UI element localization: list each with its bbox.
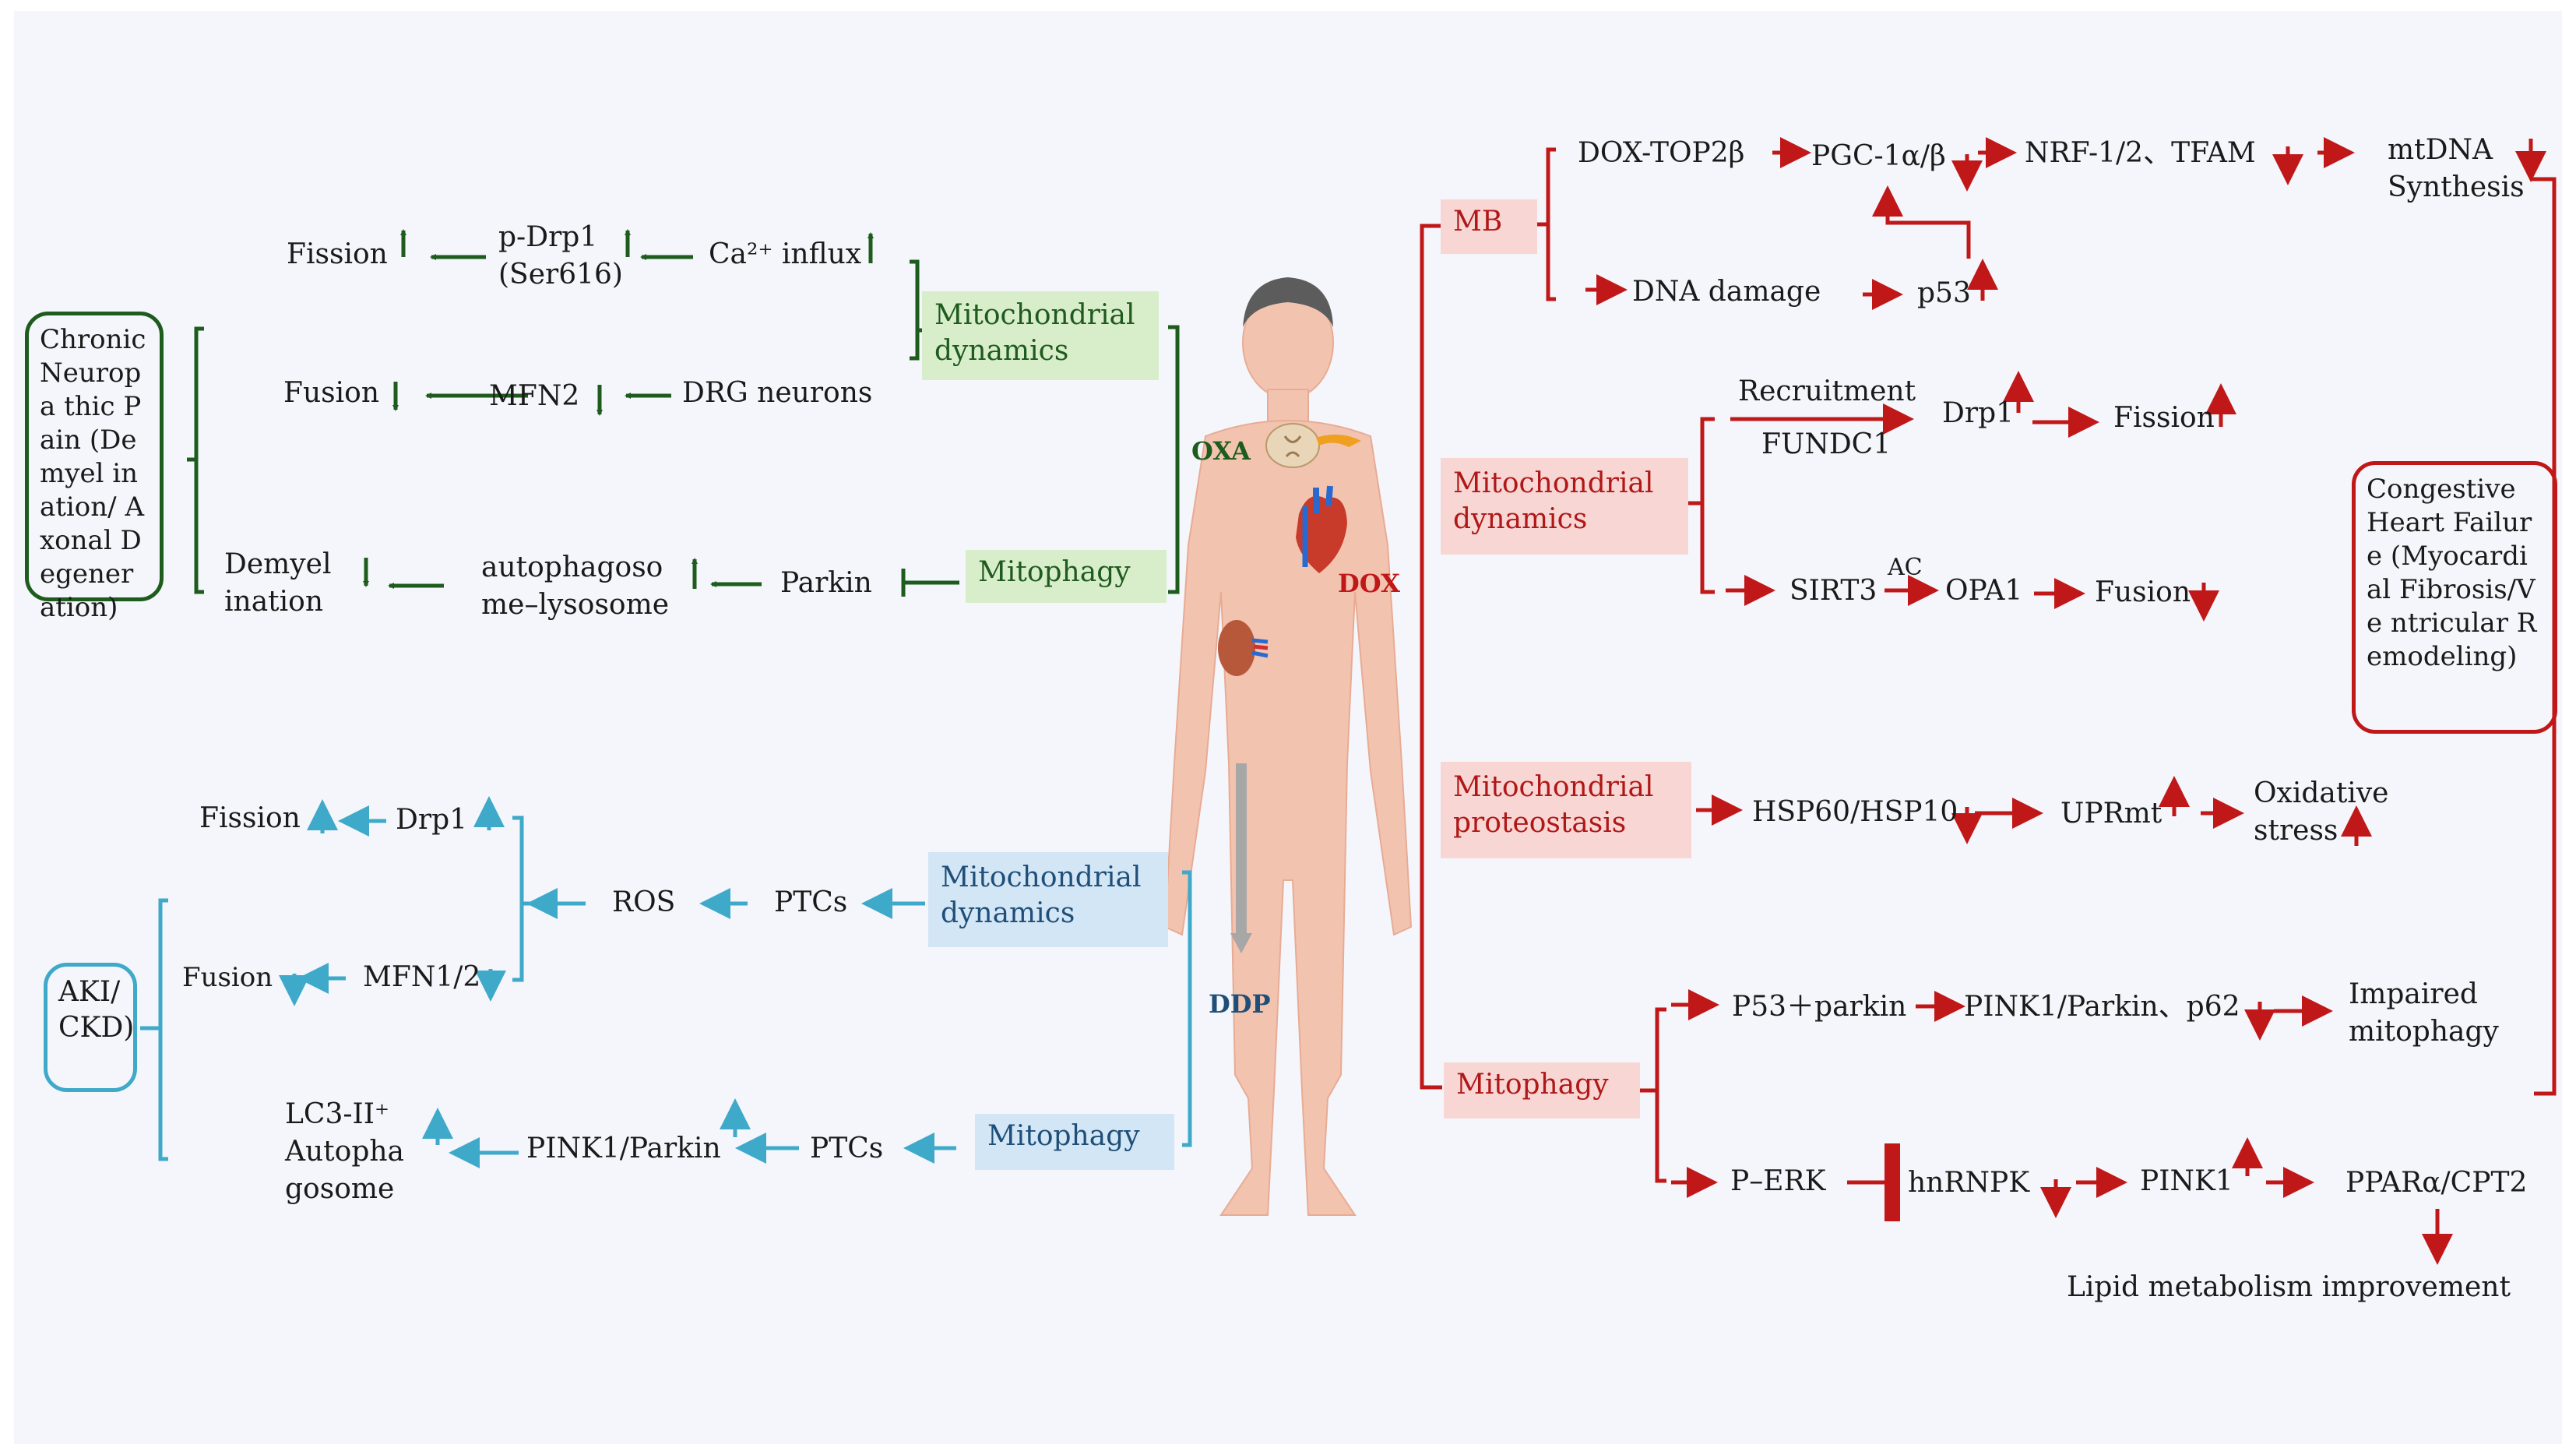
dox-mtdna-2: Synthesis bbox=[2388, 171, 2525, 203]
dox-sirt3: SIRT3 bbox=[1789, 575, 1877, 607]
oxa-connectors bbox=[187, 259, 1180, 597]
spinal-cord-icon bbox=[1265, 423, 1361, 468]
dox-pgc1: PGC-1α/β bbox=[1811, 140, 1946, 172]
ddp-ptcs-2: PTCs bbox=[810, 1133, 884, 1164]
oxa-ca-influx: Ca²⁺ influx bbox=[709, 238, 862, 270]
dox-impaired-2: mitophagy bbox=[2349, 1016, 2499, 1048]
ddp-mitophagy-box: Mitophagy bbox=[975, 1114, 1174, 1170]
ddp-outcome-line1: AKI/ bbox=[58, 976, 121, 1008]
dox-ppar: PPARα/CPT2 bbox=[2345, 1167, 2528, 1199]
oxa-parkin: Parkin bbox=[780, 567, 872, 599]
oxa-demyel-2: ination bbox=[224, 586, 324, 618]
dox-mitophagy-box: Mitophagy bbox=[1444, 1062, 1640, 1119]
dox-recruitment: Recruitment bbox=[1738, 375, 1916, 407]
ddp-outcome-line2: CKD) bbox=[58, 1012, 135, 1044]
oxa-autophagosome-2: me–lysosome bbox=[481, 589, 670, 621]
dox-fission: Fission bbox=[2113, 402, 2215, 434]
oxa-dynamics-box: Mitochondrial dynamics bbox=[922, 291, 1159, 380]
dox-pink1-parkin-p62: PINK1/Parkin、p62 bbox=[1964, 991, 2240, 1023]
ddp-dynamics-line2: dynamics bbox=[941, 897, 1075, 929]
dox-mb-box: MB bbox=[1441, 199, 1537, 254]
dox-arrows bbox=[1585, 137, 2453, 1265]
dox-nrf-tfam: NRF-1/2、TFAM bbox=[2025, 137, 2256, 169]
human-body-figure bbox=[1163, 286, 1413, 1216]
dox-mtdna-1: mtDNA bbox=[2388, 134, 2493, 166]
dox-dynamics-line1: Mitochondrial bbox=[1453, 467, 1654, 499]
dox-updown-arrows bbox=[1951, 139, 2546, 1218]
ddp-drp1: Drp1 bbox=[396, 804, 468, 836]
ddp-outcome-box: AKI/ CKD) bbox=[44, 963, 137, 1092]
ddp-ros: ROS bbox=[612, 886, 676, 918]
dox-tag: DOX bbox=[1338, 569, 1400, 598]
oxa-arrows bbox=[388, 254, 762, 589]
ddp-autophagosome-2: gosome bbox=[285, 1173, 395, 1205]
dox-oxidative-1: Oxidative bbox=[2254, 777, 2389, 809]
dox-top2b: DOX-TOP2β bbox=[1578, 137, 1745, 169]
ddp-updown-arrows bbox=[279, 796, 751, 1145]
dox-pink1: PINK1 bbox=[2140, 1165, 2233, 1197]
dox-opa1: OPA1 bbox=[1945, 575, 2023, 607]
dox-dynamics-box: Mitochondrial dynamics bbox=[1441, 458, 1688, 555]
oxa-outcome-box: Chronic Neuropa thic Pain (Demyel inatio… bbox=[25, 312, 164, 623]
dox-fundc1: FUNDC1 bbox=[1761, 428, 1892, 460]
dox-p-erk: P–ERK bbox=[1730, 1165, 1826, 1197]
dox-proteostasis-line1: Mitochondrial bbox=[1453, 771, 1654, 803]
ddp-mfn12: MFN1/2 bbox=[363, 961, 481, 993]
heart-icon bbox=[1296, 485, 1347, 573]
dox-hnrnpk: hnRNPK bbox=[1908, 1167, 2030, 1199]
ddp-connectors bbox=[140, 816, 1192, 1161]
dox-dynamics-line2: dynamics bbox=[1453, 503, 1588, 535]
dox-proteostasis-line2: proteostasis bbox=[1453, 807, 1627, 839]
ddp-dynamics-box: Mitochondrial dynamics bbox=[928, 852, 1168, 947]
dox-p53-parkin: P53＋parkin bbox=[1732, 991, 1907, 1023]
ddp-dynamics-line1: Mitochondrial bbox=[941, 861, 1142, 893]
oxa-mitophagy-box: Mitophagy bbox=[966, 550, 1167, 603]
oxa-ser616: (Ser616) bbox=[498, 259, 623, 291]
dox-proteostasis-box: Mitochondrial proteostasis bbox=[1441, 762, 1691, 858]
dox-oxidative-2: stress bbox=[2254, 815, 2338, 847]
oxa-mfn2: MFN2 bbox=[489, 380, 580, 412]
ddp-fission: Fission bbox=[199, 802, 301, 834]
dox-p53: p53 bbox=[1917, 277, 1971, 309]
dox-outcome-box: Congestive Heart Failure (Myocardial Fib… bbox=[2352, 461, 2557, 734]
dox-ac: AC bbox=[1888, 554, 1923, 581]
dox-impaired-1: Impaired bbox=[2349, 978, 2478, 1010]
oxa-updown-arrows bbox=[363, 229, 874, 589]
ddp-arrows bbox=[297, 805, 956, 1168]
oxa-fusion: Fusion bbox=[283, 377, 380, 409]
dox-lipid: Lipid metabolism improvement bbox=[2067, 1271, 2511, 1303]
dox-fusion: Fusion bbox=[2095, 576, 2191, 608]
ddp-pink1-parkin: PINK1/Parkin bbox=[526, 1133, 721, 1164]
oxa-drg-neurons: DRG neurons bbox=[682, 377, 873, 409]
hair bbox=[1243, 277, 1333, 327]
ddp-tag: DDP bbox=[1209, 989, 1271, 1019]
dox-hsp: HSP60/HSP10 bbox=[1752, 796, 1958, 828]
dox-uprmt: UPRmt bbox=[2060, 798, 2163, 830]
oxa-demyel-1: Demyel bbox=[224, 548, 332, 580]
ddp-autophagosome-1: Autopha bbox=[285, 1136, 405, 1168]
dox-drp1: Drp1 bbox=[1942, 397, 2015, 429]
oxa-autophagosome-1: autophagoso bbox=[481, 551, 663, 583]
ddp-ptcs: PTCs bbox=[774, 886, 848, 918]
kidney-icon bbox=[1218, 620, 1269, 676]
oxa-fission: Fission bbox=[287, 238, 388, 270]
dox-dna-damage: DNA damage bbox=[1632, 276, 1821, 308]
ddp-fusion: Fusion bbox=[182, 962, 273, 993]
ddp-lc3: LC3-II⁺ bbox=[285, 1098, 389, 1130]
oxa-tag: OXA bbox=[1191, 436, 1251, 466]
oxa-pdrp1: p-Drp1 bbox=[498, 221, 598, 253]
